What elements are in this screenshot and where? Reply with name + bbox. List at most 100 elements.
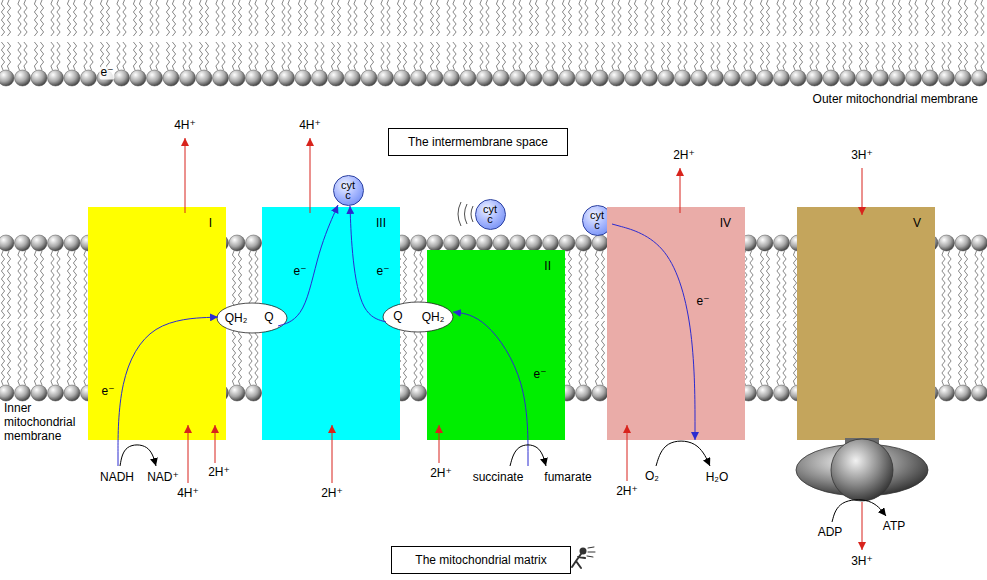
lipid-tail	[975, 321, 978, 385]
lipid-tail	[216, 42, 219, 70]
complex-i: I	[88, 207, 226, 440]
lipid-tail	[430, 0, 433, 36]
mobility-marks	[458, 202, 473, 226]
lipid-head	[510, 70, 526, 86]
lipid-tail	[133, 0, 136, 36]
lipid-tail	[832, 0, 835, 36]
complex-ii: II	[427, 250, 565, 440]
region-label: The mitochondrial matrix	[415, 553, 546, 567]
reaction-arrow	[832, 500, 886, 522]
lipid-tail	[420, 321, 423, 385]
lipid-tail	[859, 0, 862, 36]
lipid-tail	[585, 251, 588, 319]
lipid-head	[0, 235, 14, 251]
lipid-tail	[315, 42, 318, 70]
lipid-tail	[651, 0, 654, 36]
arrow-group	[118, 138, 886, 550]
lipid-tail	[298, 0, 301, 36]
lipid-head	[493, 235, 509, 251]
region-label: The intermembrane space	[408, 135, 548, 149]
lipid-tail	[777, 0, 780, 36]
lipid-head	[642, 70, 658, 86]
lipid-tail	[766, 42, 769, 70]
lipid-tail	[166, 42, 169, 70]
lipid-head	[460, 235, 476, 251]
lipid-tail	[199, 42, 202, 70]
lipid-tail	[832, 42, 835, 70]
lipid-tail	[348, 42, 351, 70]
lipid-tail	[810, 0, 813, 36]
lipid-tail	[381, 42, 384, 70]
lipid-tail	[265, 0, 268, 36]
lipid-head	[229, 235, 245, 251]
lipid-tail	[315, 0, 318, 36]
lipid-tail	[183, 0, 186, 36]
lipid-tail	[249, 42, 252, 70]
complex-iii: III	[262, 207, 400, 440]
lipid-head	[81, 70, 97, 86]
lipid-head	[576, 385, 592, 401]
lipid-tail	[892, 0, 895, 36]
lipid-tail	[150, 42, 153, 70]
lipid-tail	[51, 251, 54, 319]
lipid-tail	[337, 0, 340, 36]
running-figure	[572, 547, 595, 568]
lipid-tail	[496, 0, 499, 36]
electron-label: e⁻	[101, 385, 114, 398]
lipid-head	[130, 70, 146, 86]
lipid-tail	[387, 0, 390, 36]
lipid-tail	[480, 42, 483, 70]
lipid-tail	[1, 251, 4, 319]
lipid-tail	[942, 42, 945, 70]
electron-label: e⁻	[99, 66, 114, 79]
lipid-tail	[420, 0, 423, 36]
lipid-head	[48, 385, 64, 401]
lipid-tail	[958, 42, 961, 70]
lipid-tail	[628, 42, 631, 70]
lipid-tail	[486, 0, 489, 36]
lipid-tail	[18, 251, 21, 319]
lipid-head	[972, 70, 987, 86]
lipid-tail	[684, 0, 687, 36]
lipid-tail	[282, 42, 285, 70]
lipid-tail	[255, 42, 258, 70]
figure-head	[581, 549, 586, 554]
lipid-tail	[436, 0, 439, 36]
lipid-tail	[964, 251, 967, 319]
lipid-tail	[1, 321, 4, 385]
motion-arc	[471, 206, 473, 222]
lipid-tail	[700, 0, 703, 36]
lipid-head	[889, 70, 905, 86]
lipid-head	[823, 70, 839, 86]
lipid-tail	[618, 0, 621, 36]
ubiquinone-label: Q	[393, 310, 402, 323]
lipid-tail	[931, 42, 934, 70]
lipid-tail	[24, 42, 27, 70]
lipid-head	[378, 70, 394, 86]
lipid-tail	[139, 42, 142, 70]
lipid-tail	[634, 42, 637, 70]
lipid-tail	[73, 321, 76, 385]
lipid-tail	[777, 42, 780, 70]
lipid-tail	[958, 0, 961, 36]
lipid-head	[361, 70, 377, 86]
lipid-head	[394, 70, 410, 86]
lipid-tail	[667, 0, 670, 36]
lipid-head	[411, 70, 427, 86]
region-box: The intermembrane space	[388, 128, 568, 156]
complex-number: III	[376, 216, 386, 230]
lipid-tail	[981, 0, 984, 36]
lipid-head	[31, 235, 47, 251]
lipid-tail	[948, 321, 951, 385]
lipid-tail	[645, 0, 648, 36]
lipid-tail	[898, 42, 901, 70]
synthase-f1-ring	[796, 444, 928, 496]
proton-label: 4H⁺	[174, 119, 196, 132]
lipid-tail	[849, 42, 852, 70]
lipid-head	[559, 235, 575, 251]
lipid-tail	[964, 0, 967, 36]
lipid-tail	[981, 321, 984, 385]
lipid-tail	[166, 0, 169, 36]
lipid-head	[576, 70, 592, 86]
